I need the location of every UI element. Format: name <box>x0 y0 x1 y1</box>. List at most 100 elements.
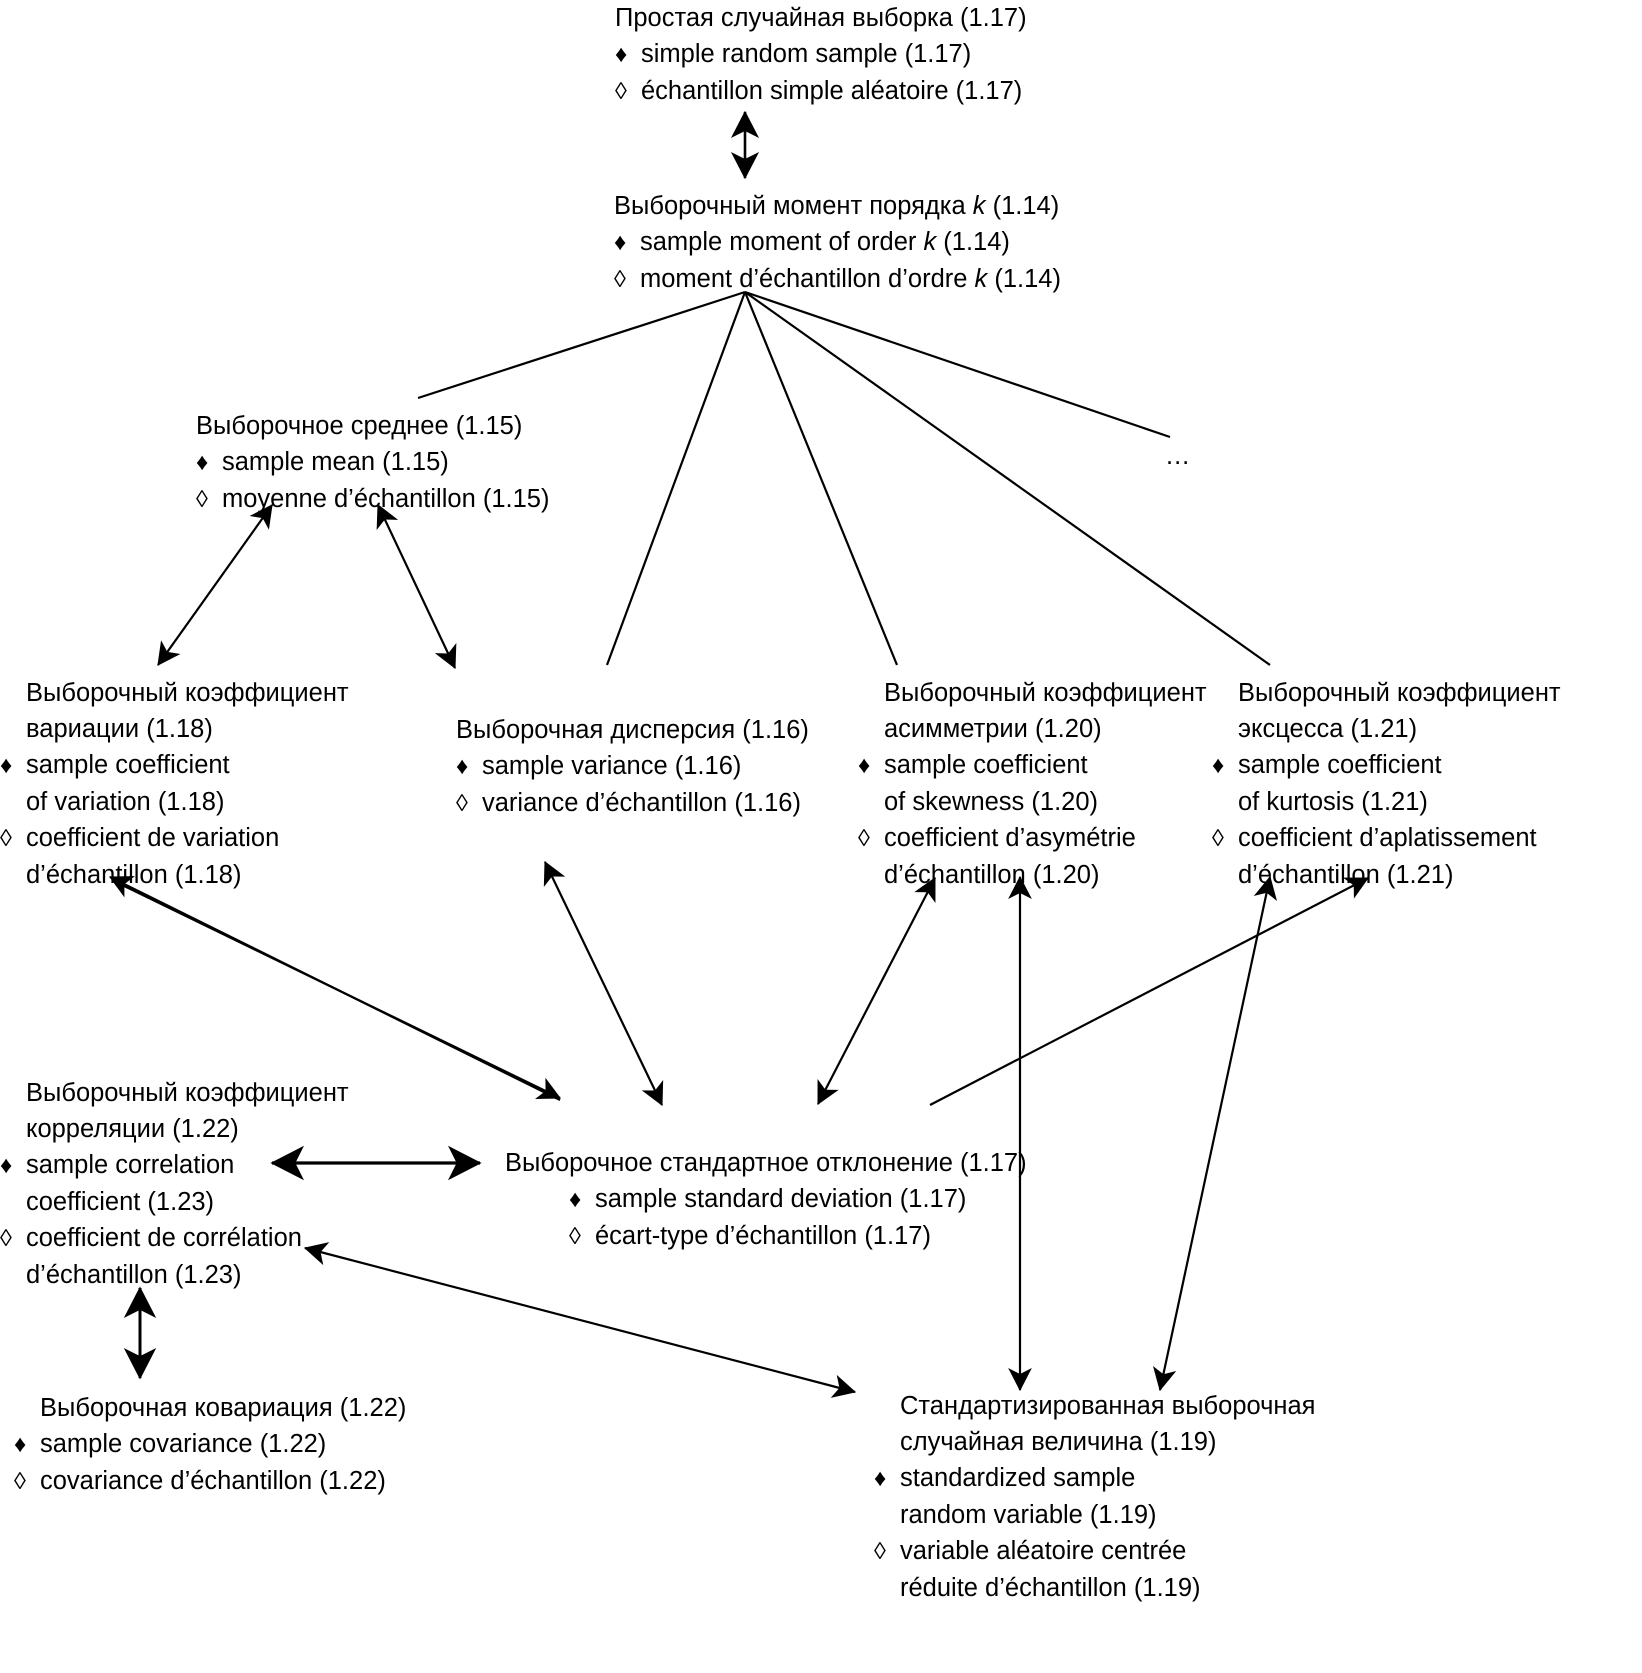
node-label-en-line2: of kurtosis (1.21) <box>1238 788 1428 816</box>
edge-moment-kurtosis <box>744 291 1271 666</box>
edge-sd-variance <box>543 861 664 1106</box>
node-label-ru-line2: эксцесса (1.21) <box>1238 715 1418 743</box>
filled-diamond-icon: ♦ <box>614 229 627 256</box>
node-label-en: simple random sample (1.17) <box>641 40 972 68</box>
hollow-diamond-icon: ◊ <box>615 78 627 105</box>
node-row-en: ♦ sample coefficient <box>1212 747 1561 784</box>
node-row-fr: ◊covariance d’échantillon (1.22) <box>14 1463 406 1500</box>
node-label-en-line1: standardized sample <box>900 1464 1136 1492</box>
node-row-fr: ◊variance d’échantillon (1.16) <box>456 785 809 822</box>
node-label-fr-line1: variable aléatoire centrée <box>900 1537 1187 1565</box>
node-label-en-line2: of variation (1.18) <box>26 788 225 816</box>
filled-diamond-icon: ♦ <box>0 752 13 779</box>
node-label-fr: échantillon simple aléatoire (1.17) <box>641 77 1023 105</box>
node-simple-random-sample[interactable]: Простая случайная выборка (1.17) ♦ simple… <box>615 0 1027 110</box>
node-label-ru-line1: Выборочный коэффициент <box>26 679 349 707</box>
hollow-diamond-icon: ◊ <box>0 825 12 852</box>
node-label-fr: moyenne d’échantillon (1.15) <box>222 485 550 513</box>
node-sample-mean[interactable]: Выборочное среднее (1.15) ♦ sample mean (… <box>196 408 549 518</box>
node-row-fr: ◊ moment d’échantillon d’ordre k (1.14) <box>614 261 1061 298</box>
filled-diamond-icon: ♦ <box>1212 752 1225 779</box>
node-label-ru-line2: корреляции (1.22) <box>26 1115 239 1143</box>
node-row-en: ♦ simple random sample (1.17) <box>615 36 1027 73</box>
hollow-diamond-icon: ◊ <box>569 1223 581 1250</box>
node-label-fr: écart-type d’échantillon (1.17) <box>595 1222 931 1250</box>
node-row-en: ♦sample standard deviation (1.17) <box>569 1181 1027 1218</box>
ru-symbol-k: k <box>972 192 986 220</box>
node-label-en-line1: sample coefficient <box>884 751 1088 779</box>
node-label-ru: Выборочное стандартное отклонение (1.17) <box>505 1149 1027 1177</box>
node-sample-standard-deviation[interactable]: Выборочное стандартное отклонение (1.17)… <box>505 1145 1027 1255</box>
node-label-fr: covariance d’échantillon (1.22) <box>40 1467 386 1495</box>
node-label-en: sample covariance (1.22) <box>40 1430 327 1458</box>
edge-kurtosis-stdrv <box>1152 875 1278 1392</box>
node-sample-variance[interactable]: Выборочная дисперсия (1.16) ♦sample vari… <box>456 712 809 822</box>
node-label-en-line1: sample coefficient <box>26 751 230 779</box>
node-label-en: sample mean (1.15) <box>222 448 449 476</box>
node-sample-coefficient-of-skewness[interactable]: Выборочный коэффициент асимметрии (1.20)… <box>858 675 1207 893</box>
filled-diamond-icon: ♦ <box>858 752 871 779</box>
node-sample-moment-of-order-k[interactable]: Выборочный момент порядка k (1.14) ♦ samp… <box>614 188 1061 298</box>
edge-cv-sd <box>117 882 561 1100</box>
node-label-ru: Выборочная дисперсия (1.16) <box>456 716 809 744</box>
node-label-fr-line2: réduite d’échantillon (1.19) <box>900 1574 1201 1602</box>
node-label-ru-line2: вариации (1.18) <box>26 715 213 743</box>
node-row-fr: ◊ moyenne d’échantillon (1.15) <box>196 481 549 518</box>
node-label-ru: Выборочный момент порядка k (1.14) <box>614 188 1061 224</box>
filled-diamond-icon: ♦ <box>615 41 628 68</box>
filled-diamond-icon: ♦ <box>14 1431 27 1458</box>
node-row-fr: ◊coefficient d’aplatissement <box>1212 820 1561 857</box>
node-row-en: ♦ sample coefficient <box>0 747 349 784</box>
node-row-en: ♦ sample covariance (1.22) <box>14 1426 406 1463</box>
node-label-en-line1: sample coefficient <box>1238 751 1442 779</box>
node-label-en-line2: random variable (1.19) <box>900 1501 1157 1529</box>
node-label-ru-line1: Стандартизированная выборочная <box>900 1392 1316 1420</box>
node-row-en: ♦ sample coefficient <box>858 747 1207 784</box>
node-label-ru-line1: Выборочный коэффициент <box>1238 679 1561 707</box>
hollow-diamond-icon: ◊ <box>196 486 208 513</box>
node-row-en: ♦ standardized sample <box>874 1460 1315 1497</box>
filled-diamond-icon: ♦ <box>196 449 209 476</box>
filled-diamond-icon: ♦ <box>874 1465 887 1492</box>
node-label-ru-line2: случайная величина (1.19) <box>900 1428 1217 1456</box>
filled-diamond-icon: ♦ <box>0 1152 13 1179</box>
hollow-diamond-icon: ◊ <box>874 1538 886 1565</box>
node-label-ru-line2: асимметрии (1.20) <box>884 715 1102 743</box>
node-label-fr-line2: d’échantillon (1.21) <box>1238 861 1454 889</box>
node-label-fr-line2: d’échantillon (1.18) <box>26 861 242 889</box>
fr-symbol-k: k <box>974 265 988 293</box>
hollow-diamond-icon: ◊ <box>0 1225 12 1252</box>
hollow-diamond-icon: ◊ <box>456 790 468 817</box>
node-label-fr-line2: d’échantillon (1.20) <box>884 861 1100 889</box>
node-sample-coefficient-of-kurtosis[interactable]: Выборочный коэффициент эксцесса (1.21) ♦… <box>1212 675 1561 893</box>
en-text-a: sample moment of order <box>640 228 924 256</box>
node-row-en: ♦ sample mean (1.15) <box>196 444 549 481</box>
node-sample-coefficient-of-variation[interactable]: Выборочный коэффициент вариации (1.18) ♦… <box>0 675 349 893</box>
node-row-fr: ◊ échantillon simple aléatoire (1.17) <box>615 73 1027 110</box>
node-label-ru: Выборочное среднее (1.15) <box>196 412 523 440</box>
node-row-en: ♦sample variance (1.16) <box>456 748 809 785</box>
node-label-en: sample standard deviation (1.17) <box>595 1185 967 1213</box>
node-label-ru-line1: Выборочный коэффициент <box>26 1079 349 1107</box>
node-label-en-line2: of skewness (1.20) <box>884 788 1099 816</box>
node-label-en-line2: coefficient (1.23) <box>26 1188 215 1216</box>
fr-text-a: moment d’échantillon d’ordre <box>640 265 975 293</box>
edge-sd-skewness <box>817 877 936 1105</box>
node-label-ru: Выборочная ковариация (1.22) <box>40 1394 407 1422</box>
node-sample-covariance[interactable]: Выборочная ковариация (1.22) ♦ sample cov… <box>14 1390 406 1500</box>
node-label-fr: moment d’échantillon d’ordre k (1.14) <box>640 261 1061 297</box>
node-label-en: sample variance (1.16) <box>482 752 742 780</box>
node-standardized-sample-random-variable[interactable]: Стандартизированная выборочная случайная… <box>874 1388 1316 1606</box>
node-row-fr: ◊coefficient d’asymétrie <box>858 820 1207 857</box>
node-label-ru: Простая случайная выборка (1.17) <box>615 4 1027 32</box>
edge-sd-cv <box>109 876 561 1101</box>
node-sample-correlation-coefficient[interactable]: Выборочный коэффициент корреляции (1.22)… <box>0 1075 349 1293</box>
edge-sd-kurtosis <box>929 877 1369 1106</box>
hollow-diamond-icon: ◊ <box>614 266 626 293</box>
node-label-fr-line1: coefficient d’asymétrie <box>884 824 1136 852</box>
node-row-fr: ◊ variable aléatoire centrée <box>874 1533 1315 1570</box>
en-text-b: (1.14) <box>936 228 1010 256</box>
en-symbol-k: k <box>923 228 937 256</box>
edge-moment-ellipsis <box>744 290 1171 439</box>
node-row-fr: ◊coefficient de variation <box>0 820 349 857</box>
